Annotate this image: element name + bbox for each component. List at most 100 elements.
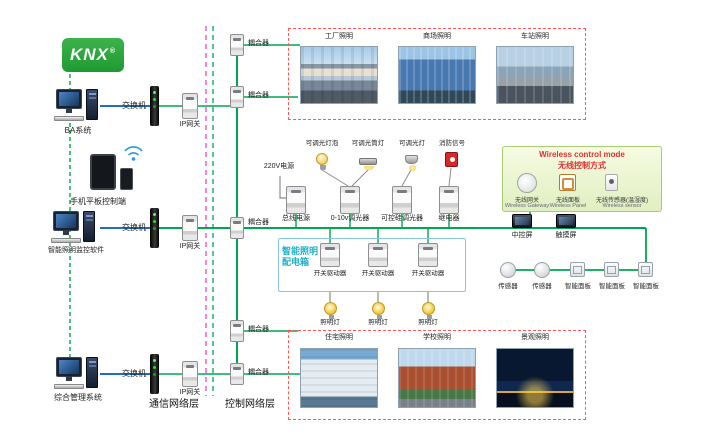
ba-system-label: BA系统 (64, 126, 92, 135)
wireless-panel-icon (559, 174, 576, 191)
coupler-label: 耦合器 (248, 326, 269, 333)
touch-screen-label: 触摸屏 (555, 232, 577, 239)
scr-dimmer-module-icon (392, 186, 412, 214)
dimmable-bulb-icon (316, 153, 328, 170)
wifi-icon (124, 146, 143, 161)
lamp-icon (422, 302, 435, 319)
knx-logo-text: KNX (69, 45, 109, 64)
ip-gateway-icon (182, 93, 198, 119)
photo-label-landscape: 景观照明 (521, 334, 549, 341)
distribution-box (278, 238, 466, 292)
phone-icon (120, 168, 133, 190)
smart-panel-label: 智能面板 (565, 283, 591, 290)
wireless-gateway-label-en: Wireless Gateway (504, 203, 550, 209)
switch-actuator-label: 开关驱动器 (361, 270, 395, 277)
touch-screen-icon (556, 214, 576, 228)
central-control-screen-icon (512, 214, 532, 228)
scr-dimmer-label: 可控硅调光器 (381, 215, 423, 222)
coupler-label: 耦合器 (248, 40, 269, 47)
tower-icon (83, 211, 95, 242)
coupler-icon (230, 320, 244, 342)
ip-gateway-label: IP网关 (179, 121, 201, 128)
sensor-label: 传感器 (498, 283, 518, 290)
coupler-label: 耦合器 (248, 92, 269, 99)
keyboard-icon (54, 116, 84, 121)
computer-ba-system (54, 89, 100, 123)
switch-label: 交换机 (122, 223, 146, 232)
central-control-screen-label: 中控屏 (511, 232, 533, 239)
lamp-label: 照明灯 (418, 319, 438, 326)
network-switch-icon (150, 208, 159, 248)
sensor-icon (534, 262, 550, 278)
computer-lighting-monitor (51, 211, 97, 245)
switch-label: 交换机 (122, 101, 146, 110)
wireless-panel-label-cn: 无线面板 (555, 198, 580, 204)
switch-actuator-icon (418, 243, 438, 267)
lamp-icon (372, 302, 385, 319)
wireless-title-en: Wireless control mode (539, 150, 625, 159)
wireless-control-panel: Wireless control mode 无线控制方式 无线网关 无线面板 无… (502, 146, 662, 212)
dimmable-lamp-icon (405, 155, 418, 171)
switch-actuator-label: 开关驱动器 (411, 270, 445, 277)
photo-factory-lighting (300, 46, 378, 104)
control-layer-label: 控制网络层 (225, 399, 275, 410)
wireless-title-cn: 无线控制方式 (558, 161, 606, 170)
fire-alarm-icon (445, 152, 458, 167)
switch-actuator-icon (368, 243, 388, 267)
switch-actuator-icon (320, 243, 340, 267)
coupler-icon (230, 86, 244, 108)
coupler-label: 耦合器 (248, 369, 269, 376)
smart-panel-icon (638, 262, 653, 277)
photo-label-school: 学校照明 (423, 334, 451, 341)
photo-mall-lighting (398, 46, 476, 104)
bus-power-label: 总线电源 (282, 215, 310, 222)
keyboard-icon (51, 238, 81, 243)
photo-label-mall: 商场照明 (423, 33, 451, 40)
sensor-icon (500, 262, 516, 278)
monitor-icon (56, 89, 82, 113)
dimmable-downlight-label: 可调光筒灯 (351, 140, 385, 147)
monitor-icon (53, 211, 79, 235)
network-switch-icon (150, 86, 159, 126)
wireless-gateway-label-cn: 无线网关 (514, 198, 539, 204)
coupler-icon (230, 217, 244, 239)
management-system-label: 综合管理系统 (54, 393, 102, 402)
dimmer-0-10v-module-icon (340, 186, 360, 214)
wireless-gateway-icon (517, 173, 537, 193)
fire-signal-label: 消防信号 (439, 140, 465, 147)
photo-label-factory: 工厂照明 (325, 33, 353, 40)
smart-panel-label: 智能面板 (633, 283, 659, 290)
ip-gateway-icon (182, 361, 198, 387)
tablet-icon (90, 154, 116, 190)
ip-gateway-label: IP网关 (179, 389, 201, 396)
switch-label: 交换机 (122, 369, 146, 378)
coupler-label: 耦合器 (248, 219, 269, 226)
computer-management-system (54, 357, 100, 391)
sensor-label: 传感器 (532, 283, 552, 290)
dimmable-downlight-icon (359, 158, 377, 170)
mobile-control-label: 手机平板控制端 (70, 197, 126, 206)
distribution-box-title-line2: 配电箱 (282, 257, 310, 267)
monitor-icon (56, 357, 82, 381)
photo-residential-lighting (300, 348, 378, 408)
photo-label-station: 车站照明 (521, 33, 549, 40)
relay-label: 继电器 (438, 215, 460, 222)
dimmable-lamp-label: 可调光灯 (399, 140, 425, 147)
tower-icon (86, 357, 98, 388)
top-applications-box (288, 28, 586, 120)
wireless-sensor-label-cn: 无线传感器(温湿度) (596, 198, 648, 204)
communication-layer-label: 通信网络层 (149, 399, 199, 410)
photo-label-residential: 住宅照明 (325, 334, 353, 341)
dimmable-bulb-label: 可调光灯泡 (305, 140, 339, 147)
photo-school-lighting (398, 348, 476, 408)
wireless-sensor-label-en: Wireless sensor (602, 203, 642, 209)
photo-landscape-lighting (496, 348, 574, 408)
bottom-applications-box (288, 330, 586, 420)
smart-panel-label: 智能面板 (599, 283, 625, 290)
lamp-label: 照明灯 (368, 319, 388, 326)
registered-mark: ® (109, 47, 117, 55)
knx-logo: KNX® (62, 38, 124, 72)
tower-icon (86, 89, 98, 120)
mobile-tablet-group (90, 148, 136, 194)
